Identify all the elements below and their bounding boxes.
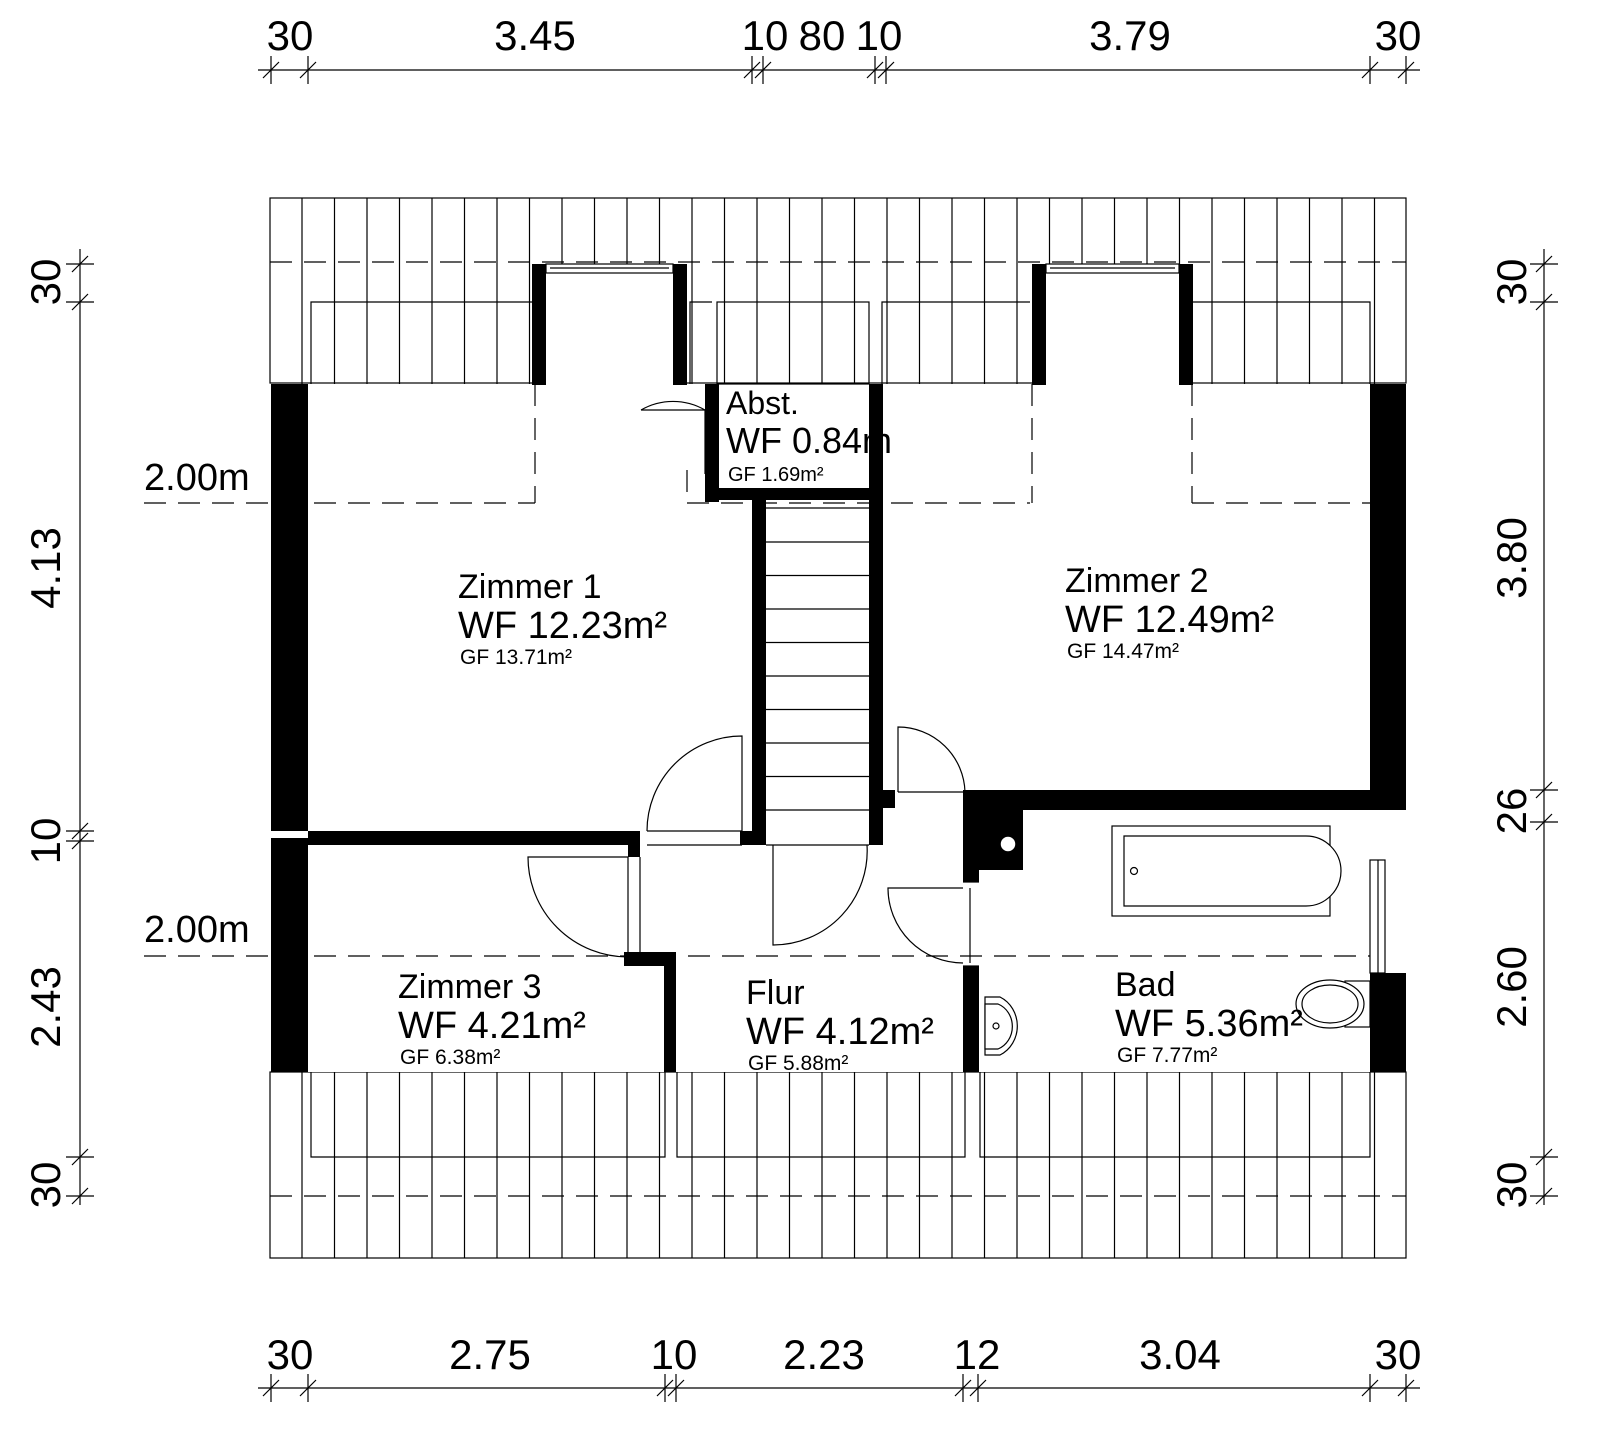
room-flur-name: Flur <box>746 974 805 1012</box>
dimension-labels: 30 3.45 10 80 10 3.79 30 30 2.75 10 2.23… <box>22 12 1535 1378</box>
stairs <box>766 507 869 811</box>
dim-top-2: 3.45 <box>494 12 576 59</box>
dim-top-3: 10 <box>742 12 789 59</box>
dormer-right <box>1045 270 1193 384</box>
bad-window <box>1369 859 1386 974</box>
room-bad-wf: WF 5.36m² <box>1115 1003 1303 1045</box>
room-zimmer3-name: Zimmer 3 <box>398 968 542 1006</box>
room-bad-gf: GF 7.77m² <box>1117 1044 1217 1067</box>
room-zimmer1-wf: WF 12.23m² <box>458 605 667 647</box>
height-labels: 2.00m 2.00m <box>144 457 250 951</box>
dim-left-1: 30 <box>22 259 69 306</box>
room-abst-name: Abst. <box>726 385 799 421</box>
dim-bottom-3: 10 <box>651 1331 698 1378</box>
dim-left-3: 10 <box>22 818 69 865</box>
height-lines <box>144 384 1370 957</box>
room-bad-name: Bad <box>1115 966 1176 1004</box>
sink <box>984 996 1018 1056</box>
dim-bottom-6: 3.04 <box>1139 1331 1221 1378</box>
dim-bottom-1: 30 <box>267 1331 314 1378</box>
room-abst-gf: GF 1.69m² <box>728 464 824 486</box>
room-labels: Zimmer 1 WF 12.23m² GF 13.71m² Zimmer 2 … <box>398 385 1303 1075</box>
dim-left-2: 4.13 <box>22 527 69 609</box>
room-zimmer2-wf: WF 12.49m² <box>1065 599 1274 641</box>
dim-left-5: 30 <box>22 1162 69 1209</box>
room-flur-wf: WF 4.12m² <box>746 1011 934 1053</box>
dormer-left <box>545 270 673 384</box>
bathtub <box>1111 825 1342 917</box>
room-abst-wf: WF 0.84m <box>726 420 892 461</box>
dormer-windows <box>545 263 1180 274</box>
dim-bottom-7: 30 <box>1375 1331 1422 1378</box>
dim-top-1: 30 <box>267 12 314 59</box>
knee-wall-outlines-top <box>310 301 1371 385</box>
dim-bottom-5: 12 <box>954 1331 1001 1378</box>
dim-top-7: 30 <box>1375 12 1422 59</box>
height-mark-lower: 2.00m <box>144 909 250 951</box>
doors <box>527 400 979 967</box>
dim-bottom-4: 2.23 <box>783 1331 865 1378</box>
dim-top-6: 3.79 <box>1089 12 1171 59</box>
dim-right-5: 30 <box>1488 1162 1535 1209</box>
walls <box>271 264 1406 1072</box>
dim-top-5: 10 <box>856 12 903 59</box>
dim-right-4: 2.60 <box>1488 946 1535 1028</box>
room-zimmer2-name: Zimmer 2 <box>1065 562 1209 600</box>
room-zimmer3-wf: WF 4.21m² <box>398 1005 586 1047</box>
height-mark-upper: 2.00m <box>144 457 250 499</box>
room-flur-gf: GF 5.88m² <box>748 1052 848 1075</box>
room-zimmer1-gf: GF 13.71m² <box>460 646 572 669</box>
dim-bottom-2: 2.75 <box>449 1331 531 1378</box>
dim-right-3: 26 <box>1488 788 1535 835</box>
dim-left-4: 2.43 <box>22 966 69 1048</box>
room-zimmer2-gf: GF 14.47m² <box>1067 640 1179 663</box>
room-zimmer3-gf: GF 6.38m² <box>400 1046 500 1069</box>
knee-wall-outlines-bottom <box>310 1072 1371 1158</box>
room-zimmer1-name: Zimmer 1 <box>458 568 602 606</box>
dim-right-2: 3.80 <box>1488 517 1535 599</box>
roof-tiles-top <box>269 197 1407 384</box>
toilet <box>1295 979 1371 1029</box>
dim-top-4: 80 <box>799 12 846 59</box>
dimension-lines <box>66 56 1558 1402</box>
dim-right-1: 30 <box>1488 259 1535 306</box>
roof-tiles-bottom <box>269 1071 1407 1259</box>
shaft-circle <box>999 835 1017 853</box>
